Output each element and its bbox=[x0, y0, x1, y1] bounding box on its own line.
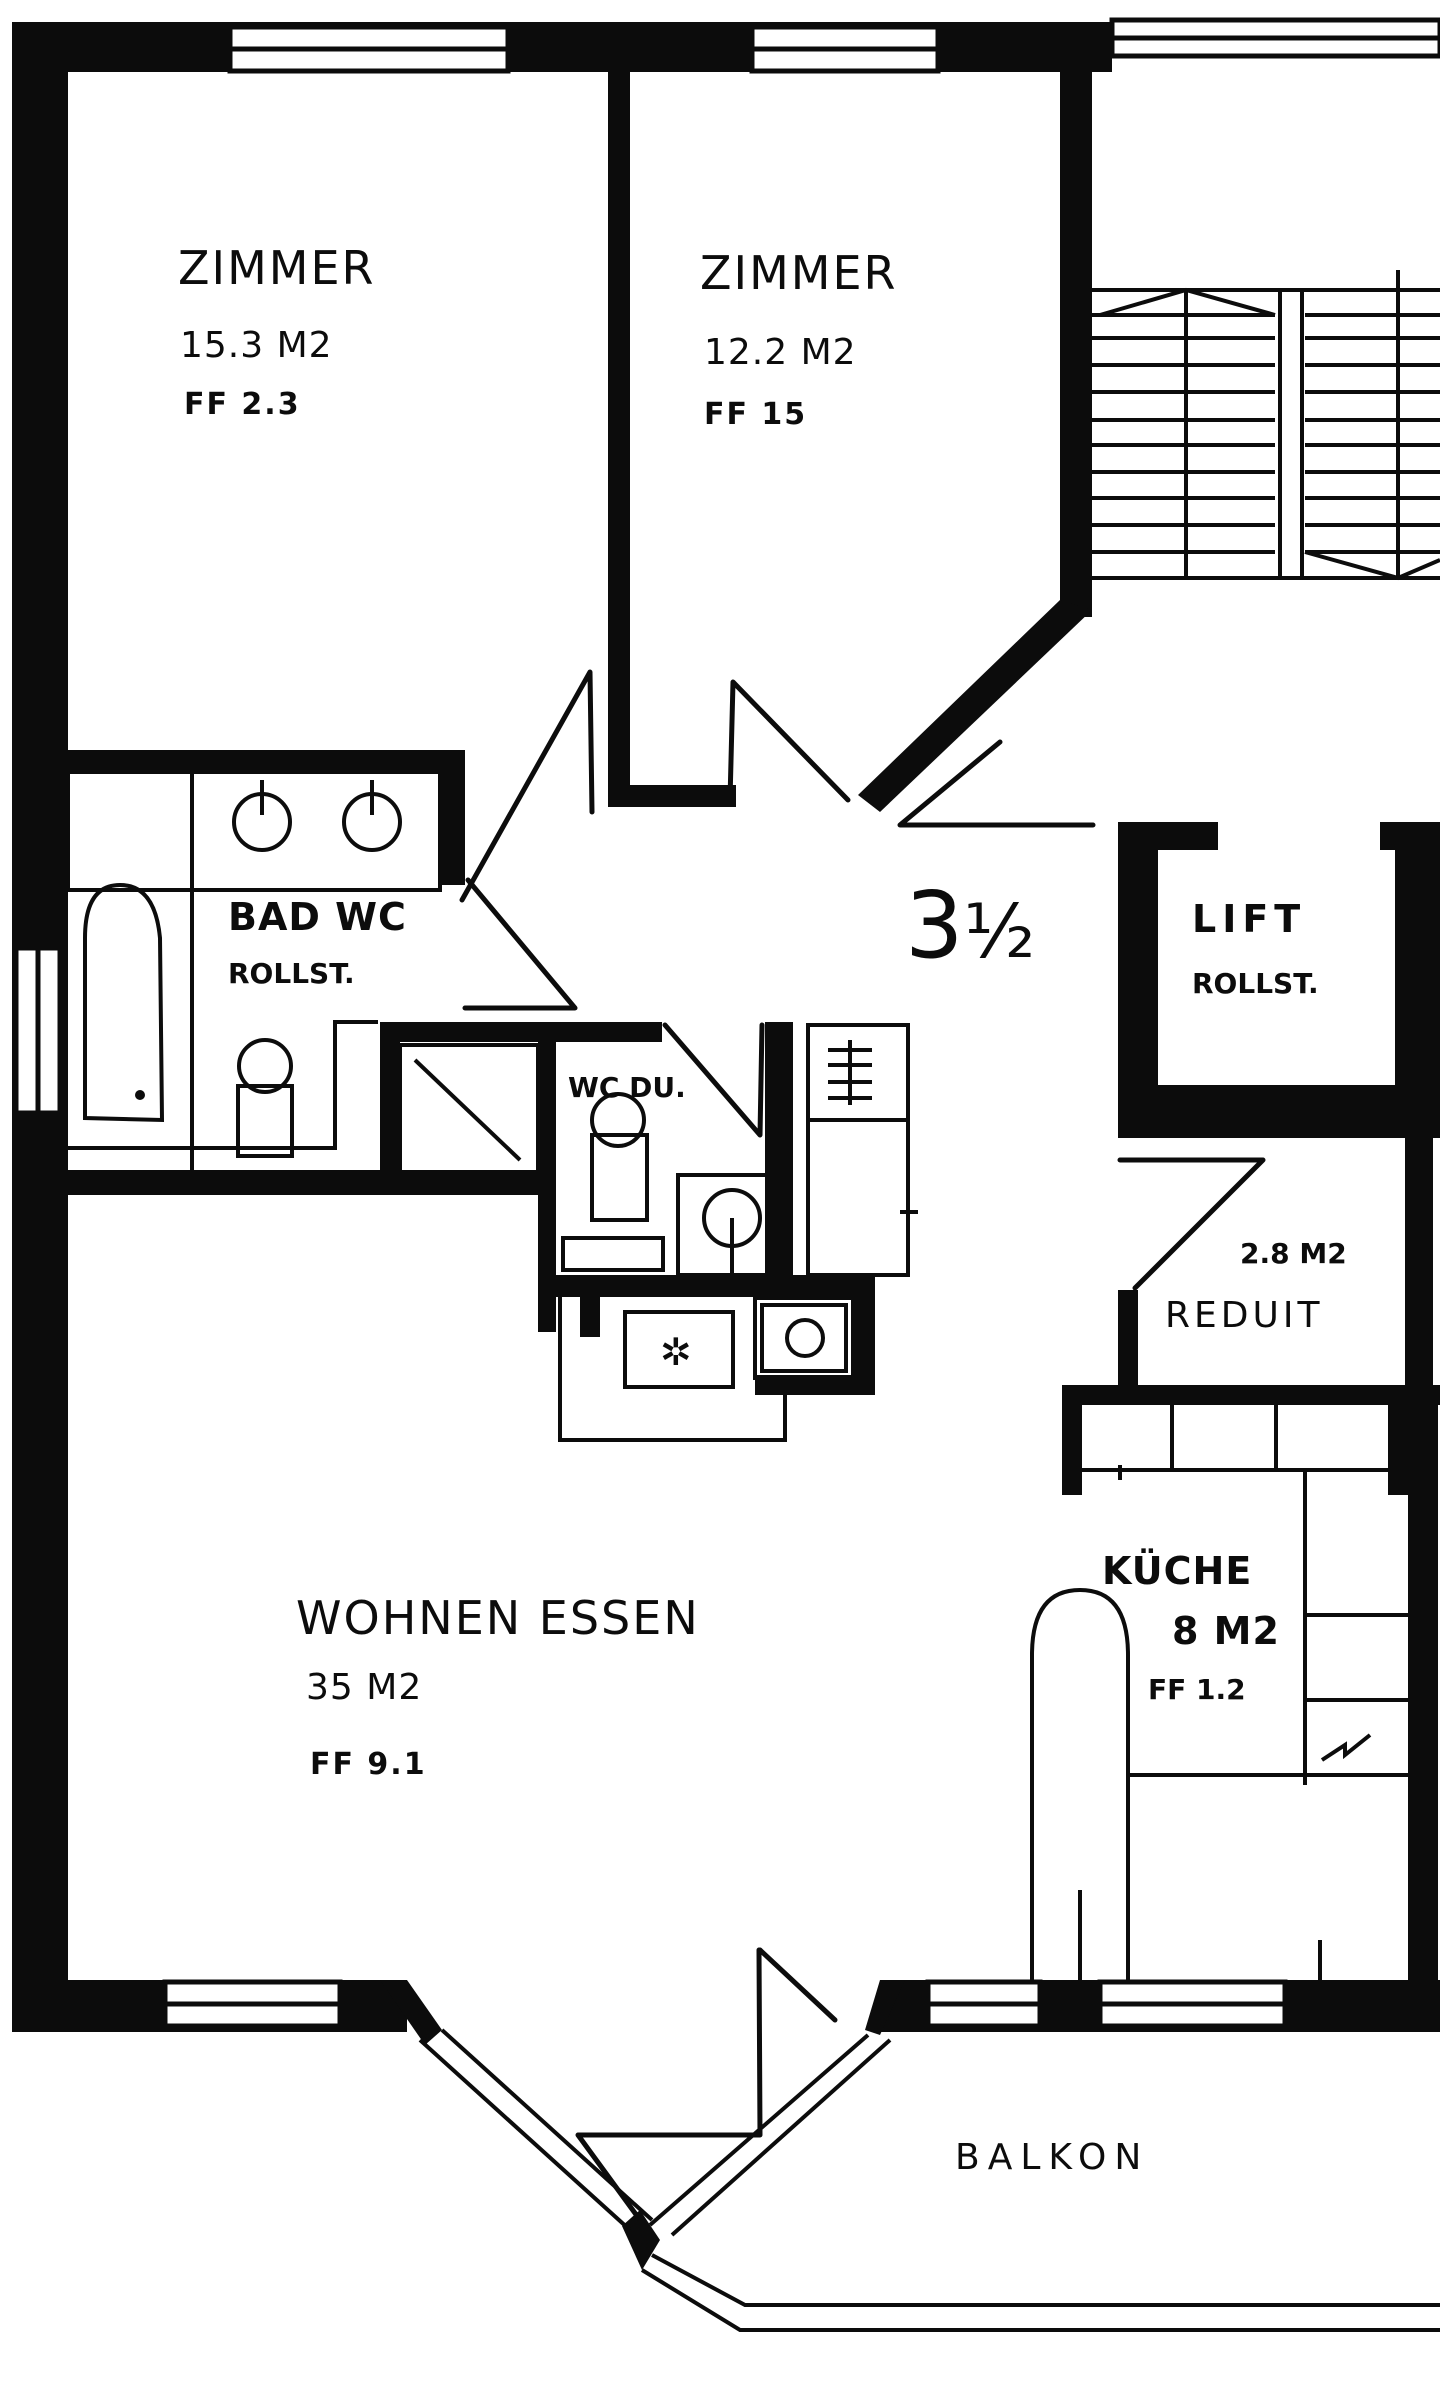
room-lift-sub: ROLLST. bbox=[1192, 967, 1319, 1000]
door-wc bbox=[662, 1022, 765, 1138]
wall-bay-corner bbox=[622, 2210, 660, 2270]
room-zimmer-2-area: 12.2 M2 bbox=[704, 332, 857, 373]
wall-bay-left bbox=[380, 1980, 442, 2045]
kitchen-fixtures bbox=[1030, 1405, 1408, 1980]
room-zimmer-2-name: ZIMMER bbox=[700, 246, 898, 300]
unit-size-label: 3½ bbox=[905, 880, 1035, 972]
wall-lift-inner-bottom bbox=[1158, 1085, 1398, 1099]
door-balcony-swing bbox=[757, 1947, 838, 2023]
room-wohnen-area: 35 M2 bbox=[306, 1667, 423, 1708]
wall-lift-bottom bbox=[1118, 1098, 1440, 1138]
window-bottom-3 bbox=[1097, 1979, 1288, 2029]
door-entry bbox=[897, 739, 1096, 828]
room-kueche-area: 8 M2 bbox=[1172, 1609, 1280, 1653]
exterior-wall-top bbox=[12, 22, 1112, 72]
wc-du-fixtures: ✲ bbox=[558, 1023, 918, 1442]
room-kueche-ff: FF 1.2 bbox=[1148, 1673, 1246, 1706]
wall-lift-top bbox=[1138, 822, 1218, 850]
room-zimmer-2-ff: FF 15 bbox=[704, 397, 808, 432]
door-balcony bbox=[575, 1947, 763, 2223]
staircase bbox=[1092, 270, 1440, 581]
room-reduit-area: 2.8 M2 bbox=[1240, 1237, 1347, 1270]
room-wohnen-name: WOHNEN ESSEN bbox=[296, 1591, 700, 1645]
bay-window-left bbox=[418, 2028, 654, 2232]
window-bottom-2 bbox=[925, 1979, 1043, 2029]
wall-zimmer-divider bbox=[608, 72, 630, 807]
window-left bbox=[13, 945, 63, 1116]
room-wohnen-ff: FF 9.1 bbox=[310, 1747, 427, 1782]
window-bottom-1 bbox=[162, 1979, 343, 2029]
door-bath bbox=[462, 877, 578, 1011]
wall-lift-right bbox=[1395, 822, 1440, 1122]
room-reduit-name: REDUIT bbox=[1165, 1295, 1324, 1336]
window-top-2 bbox=[749, 24, 941, 74]
room-kueche-name: KÜCHE bbox=[1102, 1549, 1253, 1593]
wall-reduit-bottom bbox=[1062, 1385, 1440, 1405]
window-top-1 bbox=[227, 24, 511, 74]
room-zimmer-1-ff: FF 2.3 bbox=[184, 387, 301, 422]
wall-reduit-right bbox=[1405, 1130, 1433, 1400]
wall-cabinets-left bbox=[1062, 1385, 1082, 1495]
wall-utility bbox=[580, 1282, 600, 1337]
wall-wc-left bbox=[380, 1022, 400, 1187]
unit-size-fraction: ½ bbox=[963, 889, 1036, 975]
room-balkon-name: BALKON bbox=[955, 2137, 1150, 2178]
svg-text:✲: ✲ bbox=[660, 1330, 692, 1374]
window-top-3 bbox=[1109, 17, 1440, 59]
wall-bath-right bbox=[440, 750, 465, 885]
wall-reduit-left bbox=[1118, 1290, 1138, 1390]
unit-size-whole: 3 bbox=[905, 872, 964, 979]
door-reduit bbox=[1117, 1157, 1266, 1291]
room-zimmer-1-area: 15.3 M2 bbox=[180, 325, 333, 366]
balcony-railing bbox=[640, 2253, 1440, 2332]
wall-zimmer2-right bbox=[1060, 72, 1092, 617]
wall-wc-top bbox=[380, 1022, 662, 1042]
room-lift-name: LIFT bbox=[1192, 897, 1307, 941]
room-wc-du-name: WC DU. bbox=[568, 1071, 686, 1104]
wall-bath-top bbox=[60, 750, 465, 772]
bathroom-fixtures bbox=[66, 770, 540, 1177]
wall-lift-outer bbox=[1138, 822, 1158, 1102]
door-zimmer2 bbox=[727, 679, 851, 803]
room-bad-sub: ROLLST. bbox=[228, 957, 355, 990]
door-zimmer1 bbox=[459, 669, 595, 903]
wall-zimmer2-bottom bbox=[608, 785, 736, 807]
room-bad-name: BAD WC bbox=[228, 895, 407, 939]
room-zimmer-1-name: ZIMMER bbox=[178, 241, 376, 295]
wall-cabinets-right bbox=[1388, 1385, 1410, 1495]
wall-zimmer2-diagonal bbox=[858, 600, 1092, 812]
wall-utility-right bbox=[853, 1275, 875, 1395]
wall-bay-right bbox=[865, 1980, 905, 2035]
exterior-wall-right bbox=[1408, 1400, 1438, 2032]
wall-wc-bottom bbox=[538, 1275, 870, 1297]
wall-lift-left bbox=[1118, 822, 1138, 1134]
wall-wc-mid bbox=[538, 1022, 556, 1332]
